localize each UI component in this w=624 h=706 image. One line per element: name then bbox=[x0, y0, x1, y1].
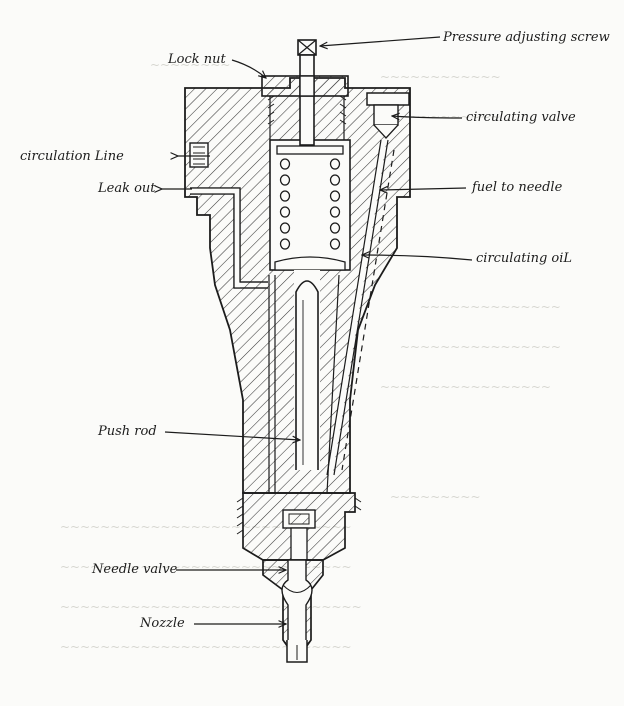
circulation-port bbox=[189, 142, 209, 168]
spring bbox=[279, 158, 341, 250]
label-circulating-oil: circulating oiL bbox=[476, 251, 573, 266]
label-circulation-line: circulation Line bbox=[20, 149, 124, 164]
leak-out-passage bbox=[190, 187, 268, 289]
label-circulating-valve: circulating valve bbox=[466, 110, 576, 125]
label-nozzle: Nozzle bbox=[140, 616, 185, 631]
label-leak-out: Leak out bbox=[98, 181, 156, 196]
push-rod bbox=[268, 270, 340, 494]
label-needle-valve: Needle valve bbox=[92, 562, 178, 577]
label-push-rod: Push rod bbox=[98, 424, 157, 439]
nozzle-collar bbox=[236, 492, 362, 561]
label-fuel-to-needle: fuel to needle bbox=[472, 180, 563, 195]
fuel-passage bbox=[326, 139, 395, 476]
lock-nut bbox=[261, 75, 349, 140]
nozzle-body bbox=[262, 559, 324, 663]
leader-lines bbox=[162, 36, 473, 624]
label-lock-nut: Lock nut bbox=[168, 52, 226, 67]
label-pressure-adjusting-screw: Pressure adjusting screw bbox=[443, 30, 610, 45]
